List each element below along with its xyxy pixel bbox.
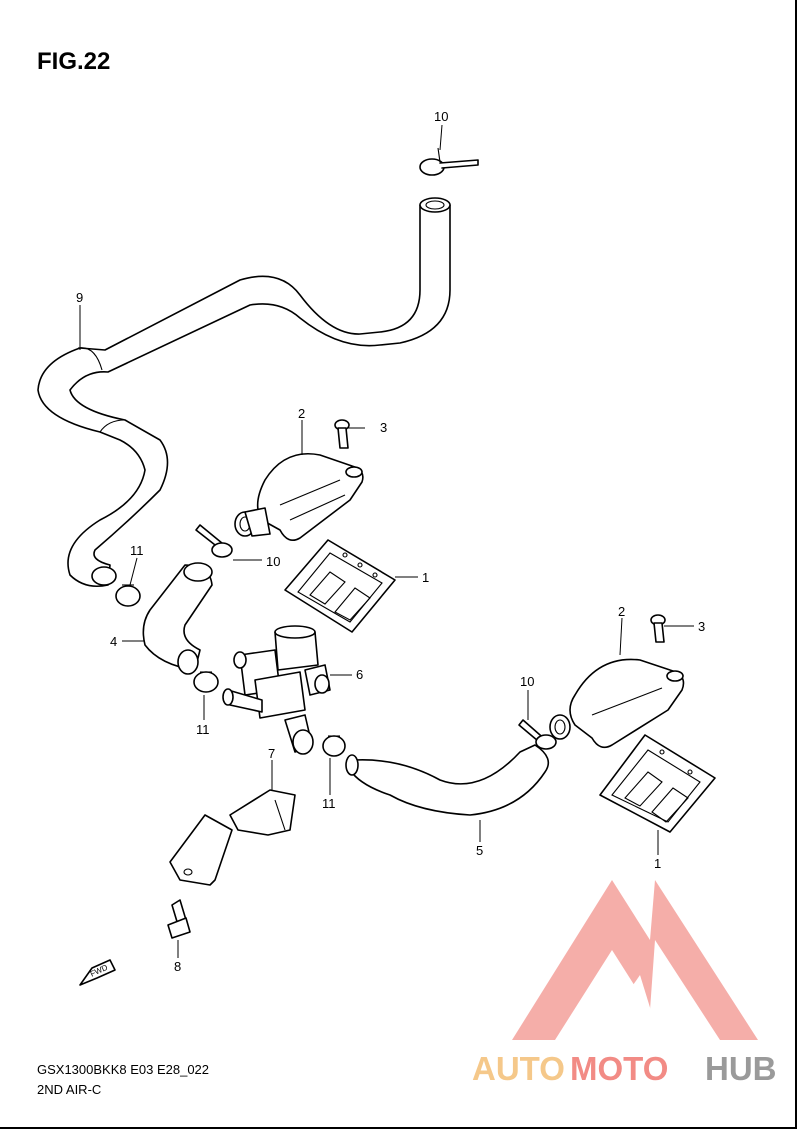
reed-valve-left — [284, 539, 396, 633]
callout-2-right: 2 — [618, 604, 625, 619]
callout-10-top: 10 — [434, 109, 448, 124]
callout-11-a: 11 — [130, 543, 144, 558]
reed-valve-cover-right — [549, 658, 685, 749]
callout-7: 7 — [268, 746, 275, 761]
callout-1-right: 1 — [654, 856, 661, 871]
watermark-logo — [512, 880, 758, 1040]
reed-valve-right — [599, 734, 716, 833]
callout-5: 5 — [476, 843, 483, 858]
reed-valve-cover-left — [234, 453, 364, 541]
watermark-auto: AUTO — [472, 1050, 565, 1087]
watermark-text: AUTO MOTO HUB — [472, 1050, 777, 1087]
leader-lines — [79, 124, 694, 958]
hose-4 — [142, 562, 213, 675]
clamp-11-b — [193, 671, 219, 693]
fwd-arrow-icon: FWD — [79, 959, 116, 986]
callout-2-left: 2 — [298, 406, 305, 421]
clip-10-right — [518, 719, 557, 750]
callout-3-right: 3 — [698, 619, 705, 634]
clamp-11-a — [115, 584, 141, 607]
bracket-7 — [169, 789, 296, 886]
clip-10-mid — [195, 524, 233, 558]
hose-5 — [345, 744, 550, 816]
callout-8: 8 — [174, 959, 181, 974]
callout-11-b: 11 — [196, 722, 210, 737]
callout-1-left: 1 — [422, 570, 429, 585]
figure-title: FIG.22 — [37, 48, 111, 75]
clamp-11-c — [322, 735, 346, 757]
model-code: GSX1300BKK8 E03 E28_022 — [37, 1062, 210, 1077]
callout-3-left: 3 — [380, 420, 387, 435]
watermark-moto: MOTO — [570, 1050, 668, 1087]
bolt-3-right — [650, 614, 666, 643]
callout-labels: 10 9 2 3 10 1 11 4 6 11 7 11 5 8 2 3 10 … — [76, 109, 705, 974]
callout-11-c: 11 — [322, 796, 336, 811]
air-control-valve-6 — [222, 625, 331, 755]
callout-9: 9 — [76, 290, 83, 305]
watermark-hub: HUB — [705, 1050, 777, 1087]
callout-10-right: 10 — [520, 674, 534, 689]
section-name: 2ND AIR-C — [37, 1082, 102, 1097]
callout-10-mid: 10 — [266, 554, 280, 569]
clip-10-top — [419, 147, 479, 176]
bolt-3-left — [334, 419, 350, 449]
hose-9 — [37, 197, 451, 588]
bolt-8 — [167, 899, 191, 939]
callout-6: 6 — [356, 667, 363, 682]
callout-4: 4 — [110, 634, 117, 649]
